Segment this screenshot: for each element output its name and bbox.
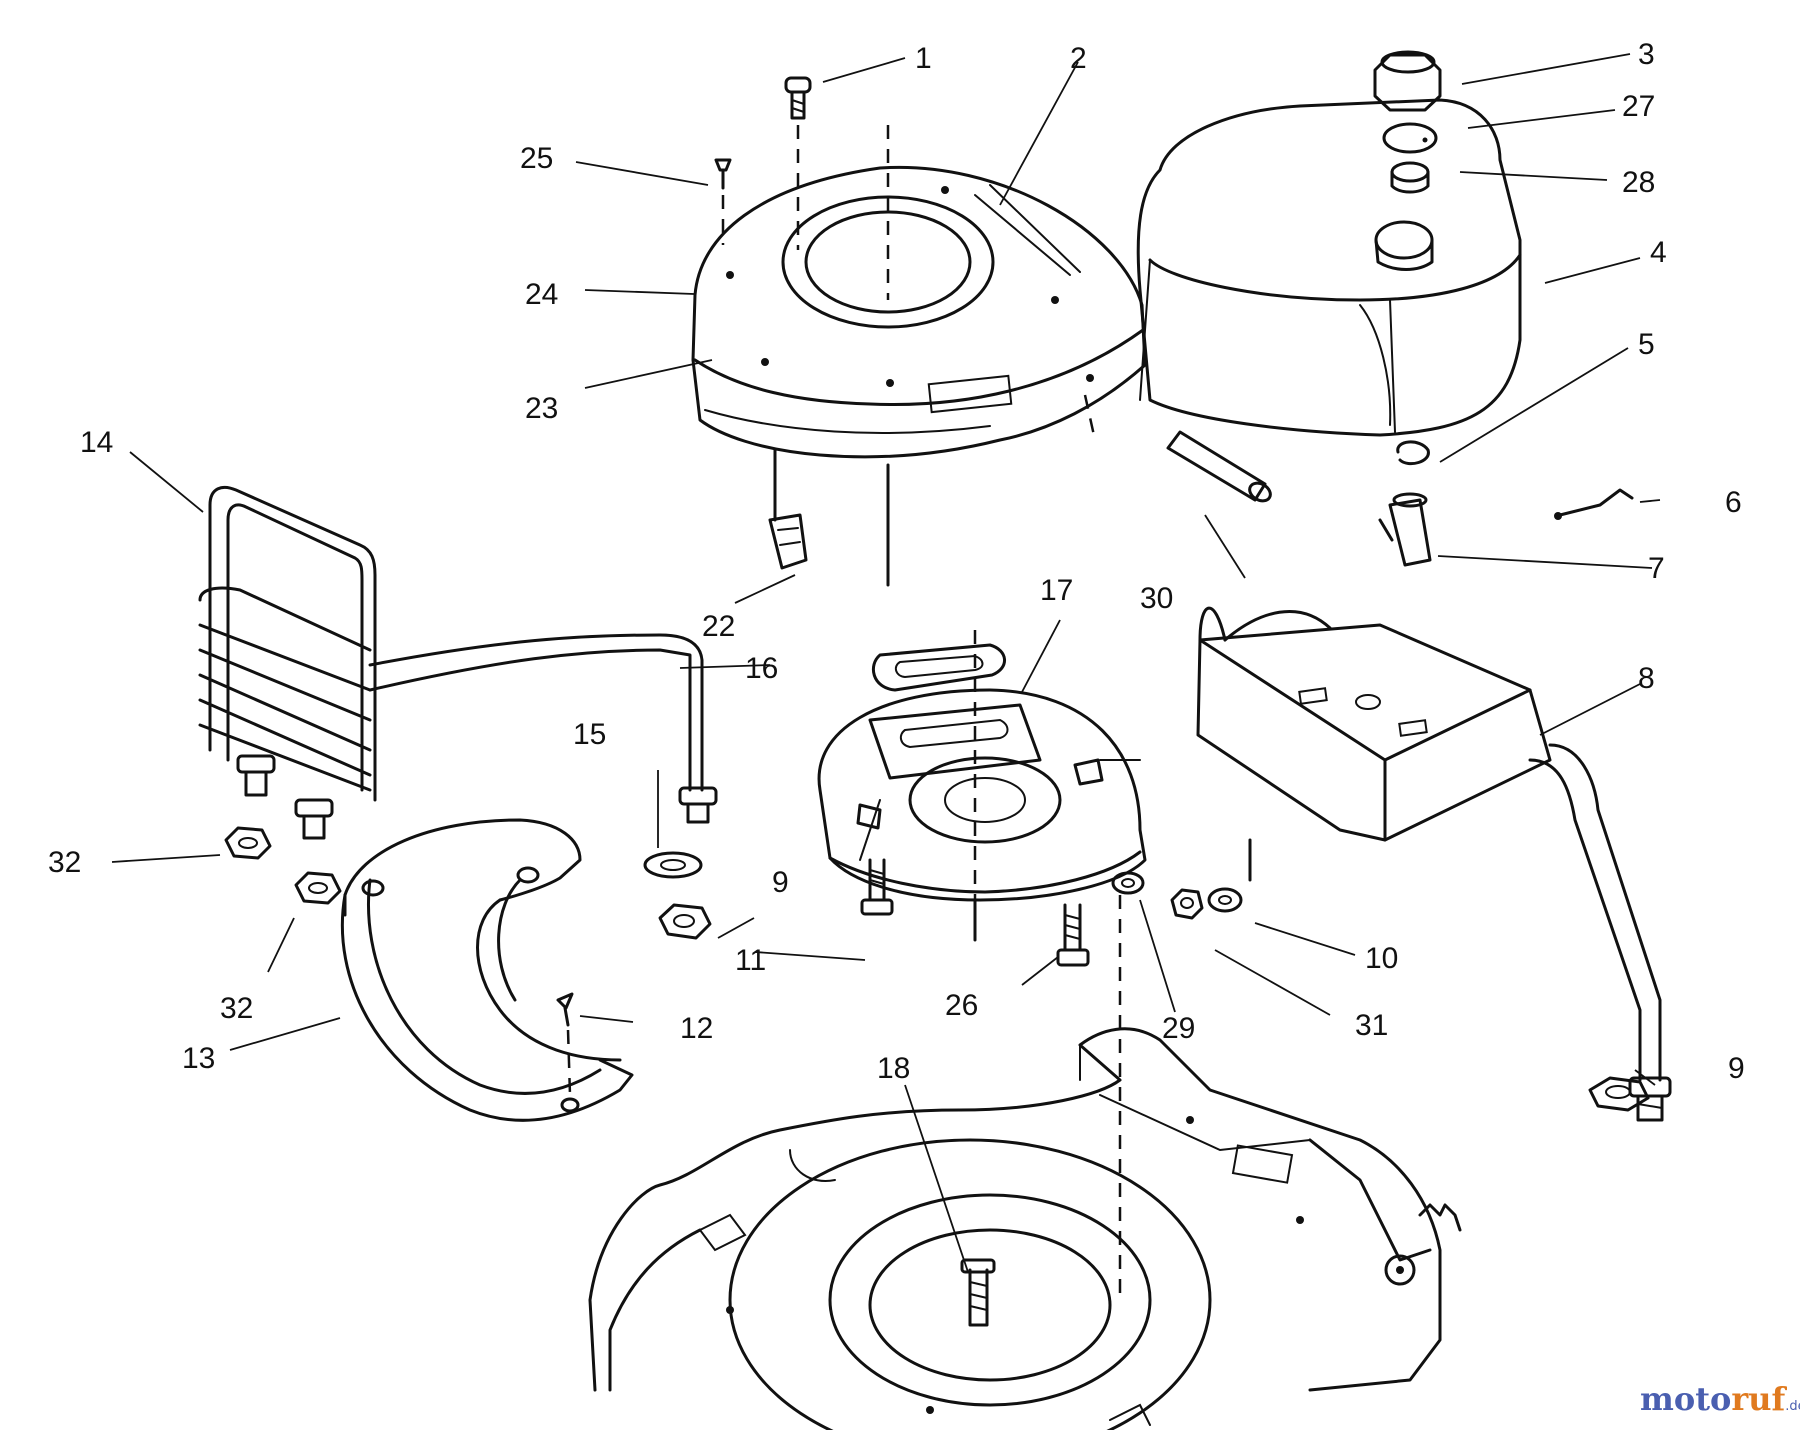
- svg-text:motoruf.de: motoruf.de: [1640, 1380, 1800, 1418]
- nut-32-a: [224, 826, 272, 860]
- callout-3: 3: [1638, 38, 1655, 71]
- callout-28: 28: [1622, 166, 1655, 199]
- callout-32-a: 32: [48, 846, 81, 879]
- baffle-17: [817, 688, 1147, 902]
- clamp-5: [1396, 440, 1430, 466]
- watermark-logo: motoruf.de: [1640, 1380, 1800, 1418]
- fitting-7: [1378, 492, 1432, 567]
- fuel-cap: [1373, 50, 1442, 112]
- bolt-11: [860, 858, 894, 916]
- tube-30: [1166, 430, 1272, 503]
- callout-27: 27: [1622, 90, 1655, 123]
- clip-6: [1554, 488, 1634, 520]
- callout-9-left: 9: [772, 866, 789, 899]
- callout-8: 8: [1638, 662, 1655, 695]
- callout-31: 31: [1355, 1009, 1388, 1042]
- clip-22: [768, 513, 808, 570]
- nut-31: [1170, 888, 1204, 920]
- callout-4: 4: [1650, 236, 1667, 269]
- callout-1: 1: [915, 42, 932, 75]
- callout-10: 10: [1365, 942, 1398, 975]
- callout-labels: 1 2 3 27 28 4 5 6 7 8 9 10 31 29 26 11 9…: [48, 38, 1745, 1085]
- callout-17: 17: [1040, 574, 1073, 607]
- screw-1: [784, 76, 812, 250]
- handle-14: [198, 485, 718, 840]
- deflector-8: [1196, 606, 1672, 1122]
- callout-5: 5: [1638, 328, 1655, 361]
- callout-30: 30: [1140, 582, 1173, 615]
- leader-lines: [111, 53, 1661, 1273]
- callout-9-right: 9: [1728, 1052, 1745, 1085]
- callout-18: 18: [877, 1052, 910, 1085]
- washer-29: [1111, 871, 1145, 895]
- engine-shroud: [691, 165, 1147, 459]
- gasket-27: [1382, 122, 1438, 154]
- callout-16: 16: [745, 652, 778, 685]
- callout-29: 29: [1162, 1012, 1195, 1045]
- callout-2: 2: [1070, 42, 1087, 75]
- gasket-16: [871, 643, 1006, 692]
- callout-25: 25: [520, 142, 553, 175]
- nut-32-b: [294, 871, 342, 905]
- callout-14: 14: [80, 426, 113, 459]
- callout-15: 15: [573, 718, 606, 751]
- callout-32-b: 32: [220, 992, 253, 1025]
- bolt-26: [1056, 903, 1090, 967]
- guard-13: [340, 818, 634, 1122]
- filter-28: [1390, 161, 1430, 194]
- washer-10: [1207, 887, 1243, 913]
- callout-11: 11: [735, 944, 766, 977]
- callout-13: 13: [182, 1042, 215, 1075]
- nut-9-right: [1588, 1076, 1650, 1112]
- callout-6: 6: [1725, 486, 1742, 519]
- nut-9-left: [658, 903, 712, 940]
- callout-24: 24: [525, 278, 558, 311]
- screw-12: [556, 992, 574, 1096]
- callout-7: 7: [1648, 552, 1665, 585]
- callout-12: 12: [680, 1012, 713, 1045]
- callout-22: 22: [702, 610, 735, 643]
- callout-26: 26: [945, 989, 978, 1022]
- bolt-18: [960, 1258, 996, 1327]
- washer-15: [643, 851, 703, 879]
- callout-23: 23: [525, 392, 558, 425]
- screw-25: [714, 158, 732, 245]
- mower-deck: [588, 1027, 1462, 1430]
- fuel-tank: [1136, 98, 1522, 437]
